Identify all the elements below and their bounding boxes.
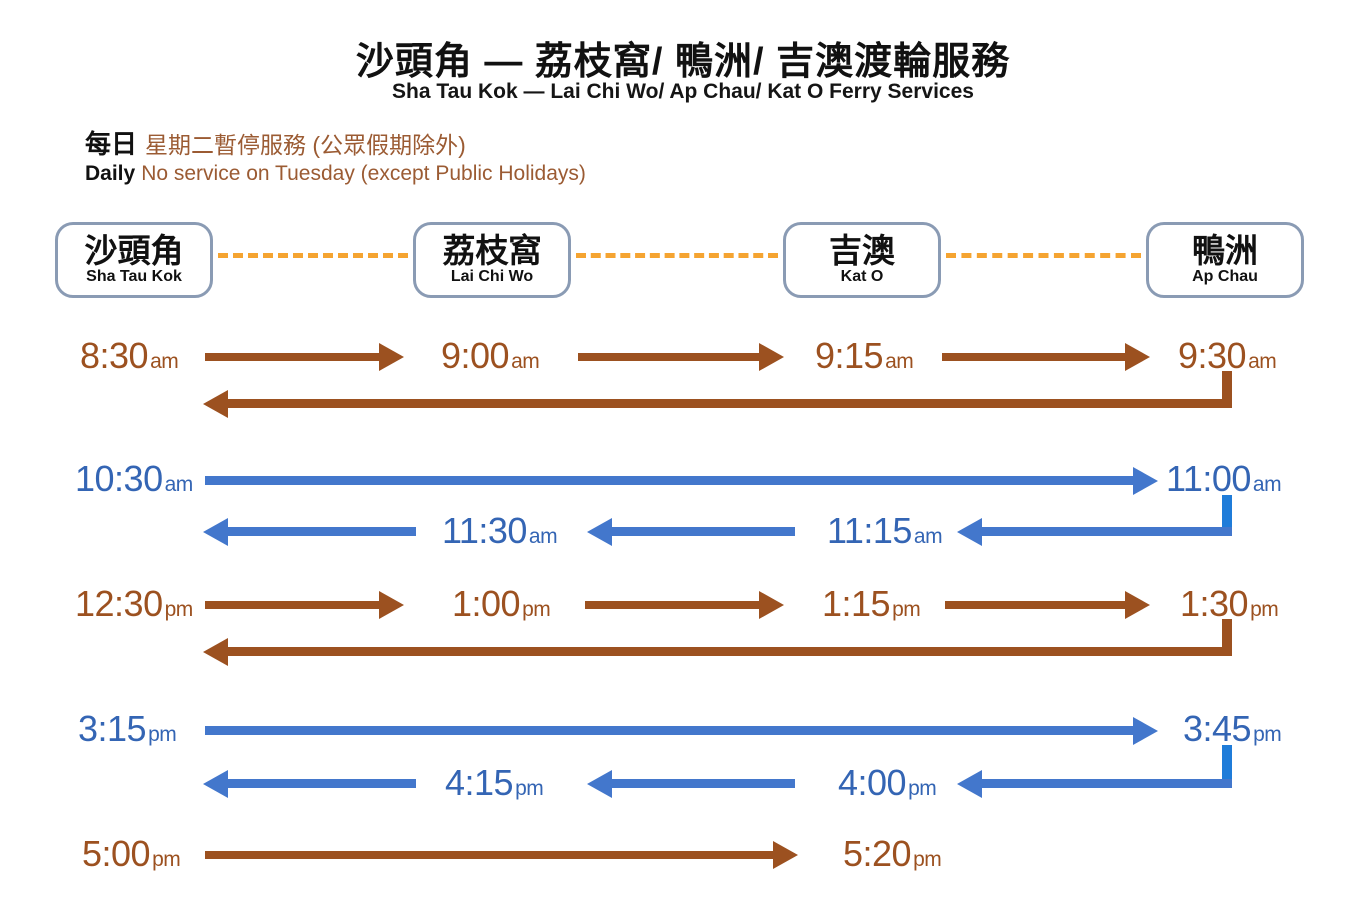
- arrow-right-icon: [205, 476, 1133, 485]
- station-name-zh: 荔枝窩: [442, 231, 542, 269]
- time-label: 8:30am: [80, 335, 179, 376]
- return-elbow-connector: [1222, 371, 1232, 403]
- arrow-right-icon: [205, 353, 379, 361]
- notice-frequency-zh: 每日: [85, 129, 138, 159]
- arrow-right-icon: [205, 726, 1133, 735]
- station-sha-tau-kok: 沙頭角 Sha Tau Kok: [55, 222, 213, 298]
- time-label: 5:20pm: [843, 833, 942, 874]
- time-label: 11:30am: [442, 510, 558, 551]
- station-name-en: Ap Chau: [1192, 268, 1258, 286]
- route-dashed-connector: [218, 253, 408, 258]
- time-label: 3:15pm: [78, 708, 177, 749]
- notice-text-en: No service on Tuesday (except Public Hol…: [141, 161, 586, 185]
- arrow-right-icon: [205, 851, 773, 859]
- time-label: 10:30am: [75, 458, 193, 499]
- return-elbow-connector: [1222, 619, 1232, 651]
- arrow-left-icon: [612, 779, 795, 788]
- time-label: 9:30am: [1178, 335, 1277, 376]
- arrow-right-icon: [205, 601, 379, 609]
- station-name-en: Sha Tau Kok: [86, 268, 182, 286]
- time-label: 5:00pm: [82, 833, 181, 874]
- return-elbow-connector: [1222, 745, 1232, 785]
- arrow-left-icon: [982, 779, 1232, 788]
- arrow-left-icon: [982, 527, 1232, 536]
- notice-text-zh: 星期二暫停服務 (公眾假期除外): [145, 132, 466, 158]
- time-label: 4:00pm: [838, 762, 937, 803]
- time-label: 12:30pm: [75, 583, 193, 624]
- station-lai-chi-wo: 荔枝窩 Lai Chi Wo: [413, 222, 571, 298]
- arrow-right-icon: [585, 601, 759, 609]
- station-name-zh: 沙頭角: [84, 231, 184, 269]
- arrow-left-icon: [228, 647, 1232, 656]
- arrow-left-icon: [612, 527, 795, 536]
- station-kat-o: 吉澳 Kat O: [783, 222, 941, 298]
- time-label: 9:00am: [441, 335, 540, 376]
- arrow-left-icon: [228, 779, 416, 788]
- time-label: 11:00am: [1166, 458, 1282, 499]
- notice-frequency-en: Daily: [85, 161, 136, 185]
- station-name-zh: 吉澳: [829, 231, 895, 269]
- time-label: 9:15am: [815, 335, 914, 376]
- time-label: 4:15pm: [445, 762, 544, 803]
- time-label: 1:30pm: [1180, 583, 1279, 624]
- route-dashed-connector: [946, 253, 1141, 258]
- notice-line-zh: 每日星期二暫停服務 (公眾假期除外): [85, 128, 586, 161]
- return-elbow-connector: [1222, 495, 1232, 533]
- station-name-zh: 鴨洲: [1192, 231, 1258, 269]
- station-name-en: Lai Chi Wo: [450, 268, 534, 286]
- arrow-right-icon: [578, 353, 759, 361]
- arrow-left-icon: [228, 399, 1232, 408]
- station-name-en: Kat O: [840, 268, 884, 286]
- time-label: 1:15pm: [822, 583, 921, 624]
- arrow-right-icon: [942, 353, 1125, 361]
- route-dashed-connector: [576, 253, 778, 258]
- page-title-zh: 沙頭角 — 荔枝窩/ 鴨洲/ 吉澳渡輪服務: [355, 41, 1011, 83]
- arrow-left-icon: [228, 527, 416, 536]
- time-label: 3:45pm: [1183, 708, 1282, 749]
- station-ap-chau: 鴨洲 Ap Chau: [1146, 222, 1304, 298]
- time-label: 1:00pm: [452, 583, 551, 624]
- arrow-right-icon: [945, 601, 1125, 609]
- page-title-en: Sha Tau Kok — Lai Chi Wo/ Ap Chau/ Kat O…: [392, 80, 974, 103]
- time-label: 11:15am: [827, 510, 943, 551]
